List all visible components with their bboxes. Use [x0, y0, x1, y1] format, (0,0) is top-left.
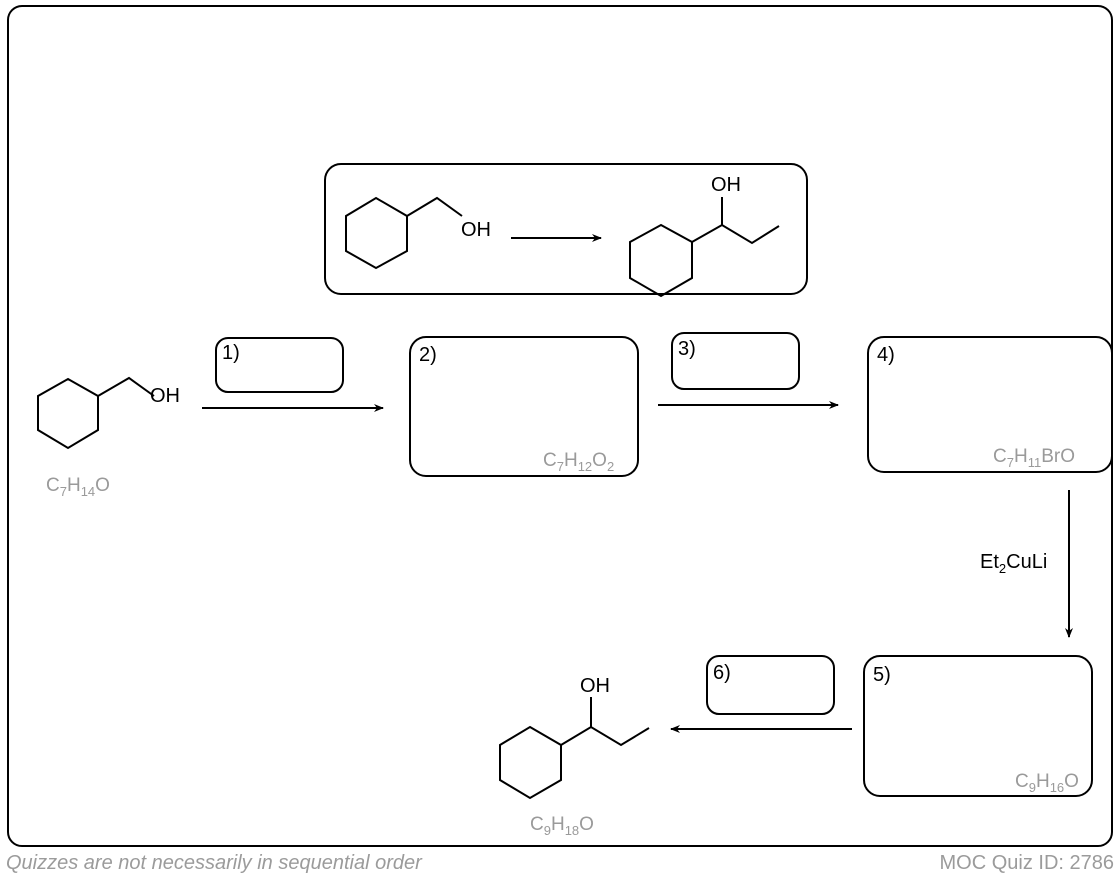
step-1-reagent-box[interactable]: [215, 337, 344, 393]
quiz-id: MOC Quiz ID: 2786: [939, 852, 1114, 874]
step-6-label: 6): [713, 662, 731, 684]
target-transformation-box: OH OH: [324, 163, 808, 298]
start-ch2-bond: [97, 376, 155, 397]
target-start-ch2-bond: [406, 196, 463, 217]
starting-material: OH C7H14O: [37, 376, 180, 499]
final-product: OH C9H18O: [499, 675, 650, 838]
product-cyclohexane-ring: [499, 725, 562, 800]
cuprate-reagent-label: Et2CuLi: [980, 551, 1047, 576]
step-5-label: 5): [873, 664, 891, 686]
target-product-chain: [691, 223, 780, 245]
step-3-reagent-box[interactable]: [671, 332, 800, 390]
outer-frame: [7, 5, 1113, 847]
step-4-label: 4): [877, 344, 895, 366]
step-2-answer-box[interactable]: [409, 336, 639, 477]
target-product-oh-label: OH: [711, 174, 741, 196]
target-box-border: [324, 163, 808, 295]
step-2-label: 2): [419, 344, 437, 366]
step-5-answer-box[interactable]: [863, 655, 1093, 797]
start-formula: C7H14O: [46, 475, 110, 499]
sequence-disclaimer: Quizzes are not necessarily in sequentia…: [6, 852, 422, 874]
start-cyclohexane-ring: [37, 377, 99, 450]
target-start-oh-label: OH: [461, 219, 491, 241]
step-3-label: 3): [678, 338, 696, 360]
step-5-formula: C9H16O: [1015, 771, 1079, 795]
target-start-cyclohexane-ring: [345, 196, 408, 270]
step-2-formula: C7H12O2: [543, 450, 614, 474]
step-4-answer-box[interactable]: [867, 336, 1113, 473]
product-chain: [560, 725, 650, 747]
product-formula: C9H18O: [530, 814, 594, 838]
start-oh-label: OH: [150, 385, 180, 407]
step-4-formula: C7H11BrO: [993, 446, 1075, 470]
step-1-label: 1): [222, 342, 240, 364]
target-product-cyclohexane-ring: [629, 223, 693, 298]
step-6-reagent-box[interactable]: [706, 655, 835, 715]
product-oh-label: OH: [580, 675, 610, 697]
